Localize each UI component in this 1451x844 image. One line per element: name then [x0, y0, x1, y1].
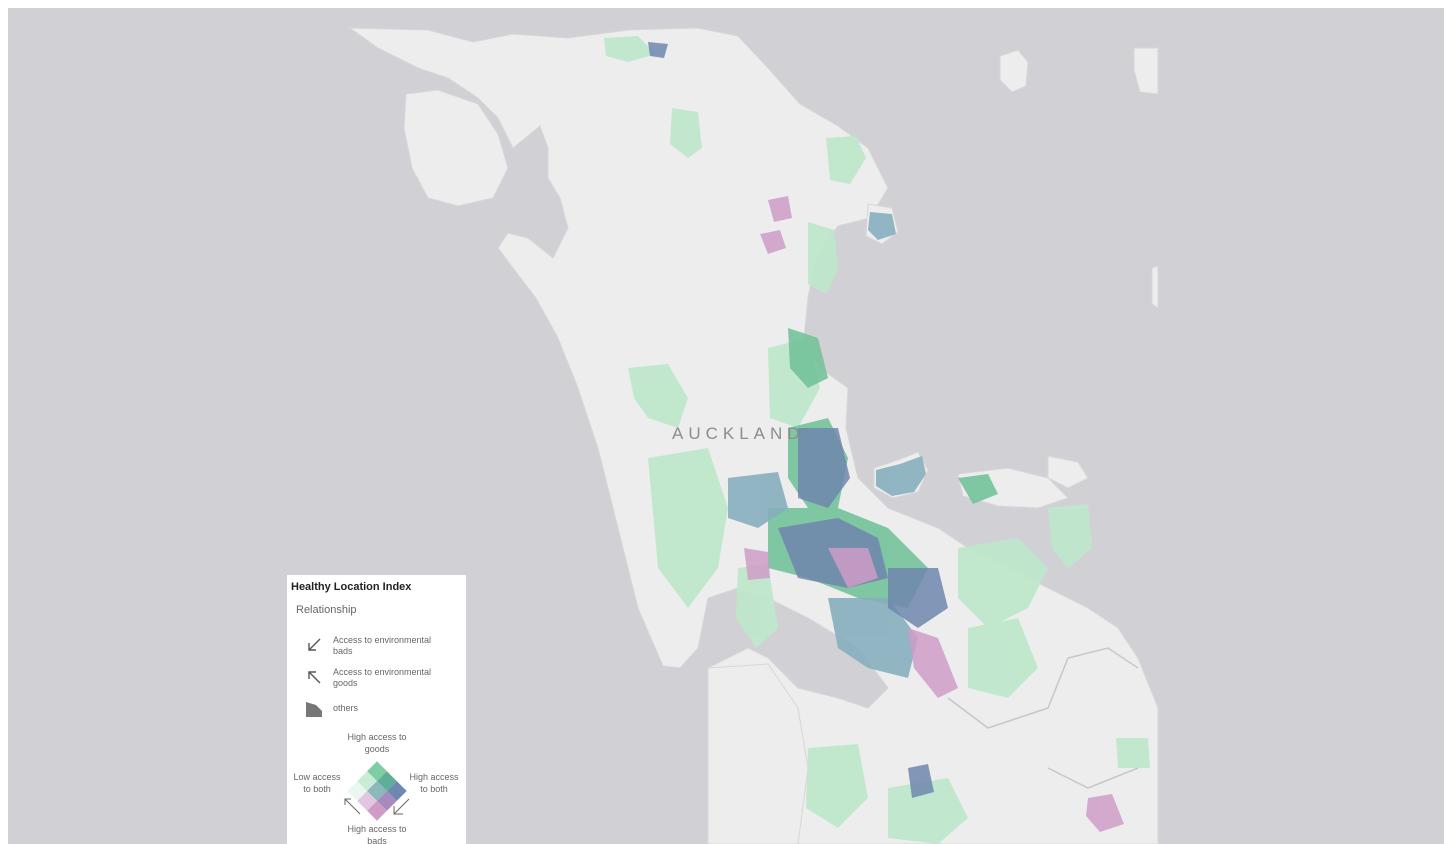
others-shape-icon [306, 702, 322, 717]
land-island-northeast [999, 49, 1029, 93]
region-top-green [604, 36, 656, 62]
legend-item-goods: Access to environmental goods [304, 667, 448, 689]
region-south-east-green [958, 538, 1048, 628]
region-far-south-bads [1086, 794, 1124, 832]
region-gulf-island-blue [868, 212, 896, 240]
region-south-both [908, 764, 934, 798]
legend-panel: Healthy Location Index Relationship Acce… [287, 575, 466, 844]
region-north-goods [788, 328, 828, 388]
region-south-blue [828, 598, 918, 678]
legend-item-label: Access to environmental goods [333, 667, 432, 688]
region-north-bads [760, 230, 786, 254]
mid-blend-regions [728, 212, 926, 678]
region-manukau-both [888, 568, 948, 628]
legend-item-bads: Access to environmental bads [304, 635, 448, 657]
region-south-green [968, 618, 1038, 698]
arrow-down-left-icon [308, 638, 321, 651]
diagram-label-top: High access to goods [347, 732, 407, 754]
map-frame[interactable]: AUCKLAND Healthy Location Index Relation… [8, 8, 1444, 844]
region-south-bads [908, 628, 958, 698]
region-west-blue [728, 472, 788, 528]
road-southern [947, 647, 1139, 729]
legend-subtitle: Relationship [296, 604, 357, 616]
legend-item-label: Access to environmental bads [333, 635, 432, 656]
region-west-green [628, 364, 688, 428]
land-mainland [348, 27, 1159, 844]
diagram-label-right: High access to both [409, 772, 459, 794]
region-west-bads [744, 548, 770, 580]
region-north-both [648, 42, 668, 58]
diagram-arrow-left [344, 798, 361, 815]
diagram-cell [367, 800, 387, 821]
diagram-arrow-right [393, 798, 410, 815]
arrow-up-left-icon [308, 671, 321, 684]
high-access-bads-regions [744, 196, 1124, 832]
diagram-label-left: Low access to both [293, 772, 341, 794]
region-west-coast-green [648, 448, 728, 608]
region-far-south-green [1116, 738, 1150, 768]
region-waiheke-goods [958, 474, 998, 504]
region-sw-green [806, 744, 868, 828]
legend-item-label: others [333, 703, 359, 713]
region-east-coast-green [808, 222, 838, 294]
bivariate-diagram [344, 761, 410, 821]
road-east [1047, 767, 1139, 789]
diagram-label-bottom: High access to bads [347, 824, 407, 844]
legend-title: Healthy Location Index [291, 581, 412, 593]
region-north-green [670, 108, 702, 158]
legend-item-others: others [304, 699, 448, 719]
land-island-far-east [1133, 47, 1159, 95]
region-north2-bads [768, 196, 792, 222]
region-left-green [736, 564, 778, 648]
diagram-cell [367, 761, 387, 782]
region-central-bads [828, 548, 878, 588]
low-access-both-regions [604, 36, 1150, 844]
road-layer [947, 647, 1139, 789]
land-northern-peninsula [403, 89, 509, 207]
land-island-east-strip [1151, 265, 1159, 309]
region-northeast-green [826, 136, 866, 184]
region-rangitoto-blue [876, 456, 926, 496]
region-east-green [1048, 504, 1092, 568]
land-island-east-coast [1047, 455, 1089, 489]
place-label: AUCKLAND [672, 424, 805, 443]
region-bottom-green [888, 778, 968, 844]
region-cbd-both [798, 428, 850, 508]
map-canvas[interactable] [8, 8, 1444, 844]
